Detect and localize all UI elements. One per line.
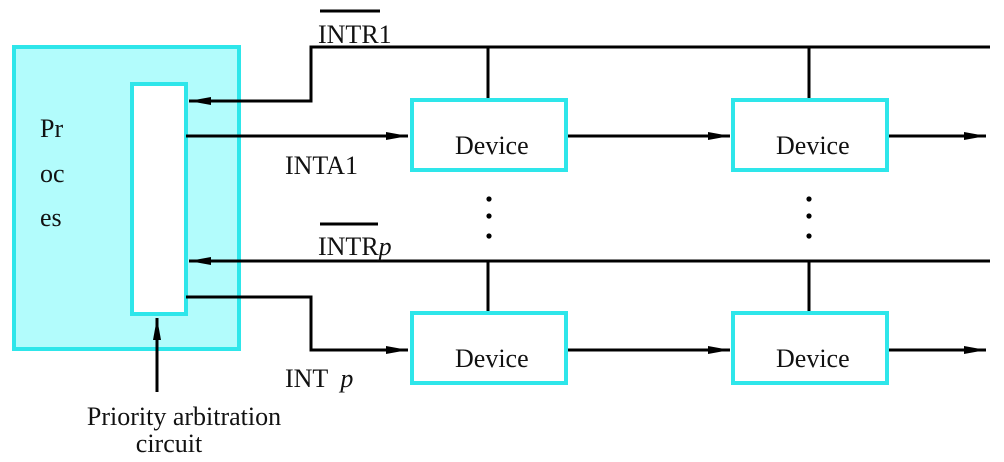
processor-label-line-3: es	[40, 203, 62, 232]
intp-line	[186, 295, 408, 354]
inta1-label: INTA1	[285, 151, 358, 180]
intp-label-main: INT	[285, 364, 334, 393]
processor-label-line-2: oc	[40, 159, 65, 188]
intp-label-suffix: p	[338, 364, 353, 393]
device-p-1-label: Device	[455, 344, 529, 373]
device-1-1-label: Device	[455, 131, 529, 160]
intrp-label: INTRp	[318, 232, 392, 261]
arbiter-label-line-2: circuit	[136, 429, 203, 458]
processor-block	[12, 45, 241, 351]
device-1-1	[410, 98, 568, 172]
device-p-2-label: Device	[776, 344, 850, 373]
ellipsis-col-2	[806, 196, 812, 239]
intrp-label-suffix: p	[377, 232, 392, 261]
device-p-2	[731, 311, 889, 385]
intr1-line	[189, 45, 990, 105]
ellipsis-col-1	[486, 196, 492, 239]
intp-label: INT p	[285, 364, 353, 393]
arbiter-label-line-1: Priority arbitration	[87, 402, 281, 431]
device-1-2	[731, 98, 889, 172]
intr1-label: INTR1	[318, 20, 392, 49]
device-p-1	[410, 311, 568, 385]
device-1-2-label: Device	[776, 131, 850, 160]
intrp-label-main: INTR	[318, 232, 379, 261]
processor-label-line-1: Pr	[40, 114, 63, 143]
priority-arbitration-circuit	[130, 82, 188, 316]
